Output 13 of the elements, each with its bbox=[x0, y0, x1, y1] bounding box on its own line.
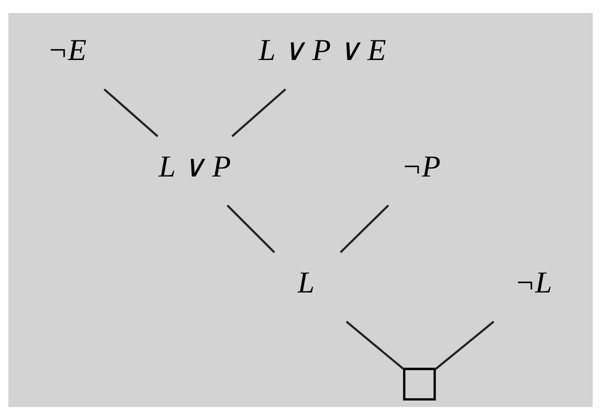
node-text: ¬P bbox=[401, 148, 441, 183]
node-text: L bbox=[298, 264, 315, 299]
connector bbox=[434, 320, 494, 370]
connector bbox=[231, 88, 286, 137]
node-text: ¬E bbox=[47, 32, 86, 67]
node-text: L ∨ P ∨ E bbox=[258, 32, 386, 67]
connector bbox=[226, 204, 276, 253]
connector bbox=[346, 320, 404, 370]
node-text: ¬L bbox=[514, 264, 552, 299]
node-text: L ∨ P bbox=[158, 148, 231, 183]
connector bbox=[104, 88, 158, 137]
node-box bbox=[403, 367, 436, 400]
connector bbox=[340, 204, 390, 253]
